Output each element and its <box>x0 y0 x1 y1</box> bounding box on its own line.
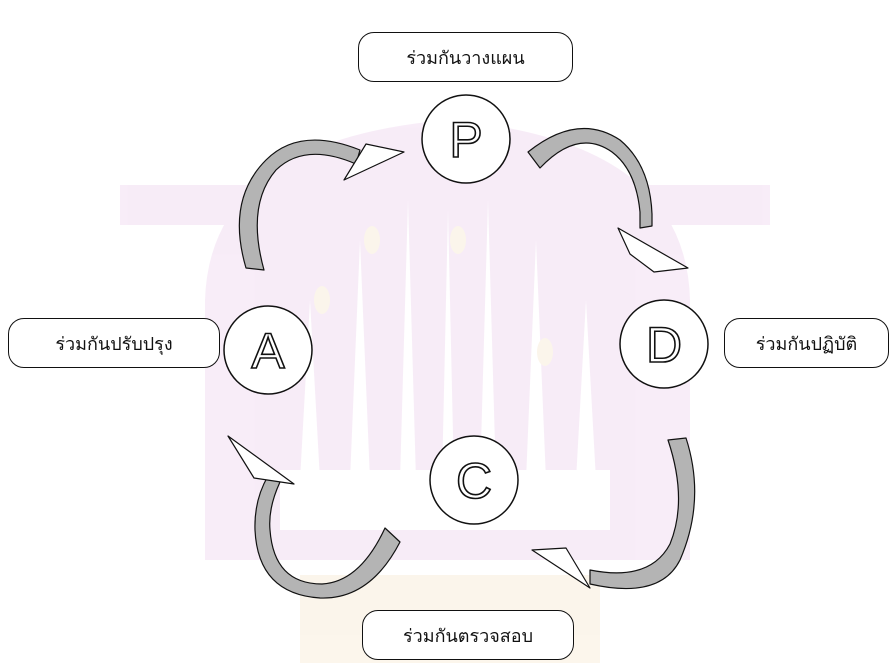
step-circle-do: D <box>619 299 709 389</box>
label-box-check: ร่วมกันตรวจสอบ <box>362 610 574 660</box>
step-letter-do: D <box>646 317 682 373</box>
label-act: ร่วมกันปรับปรุง <box>55 333 173 355</box>
label-plan: ร่วมกันวางแผน <box>406 47 525 69</box>
arrow-do-to-check <box>531 437 696 590</box>
step-letter-plan: P <box>449 112 482 168</box>
step-circle-check: C <box>429 435 519 525</box>
step-circle-plan: P <box>421 94 511 184</box>
cycle-arrows <box>227 127 696 599</box>
arrow-plan-to-do <box>527 127 689 273</box>
label-box-act: ร่วมกันปรับปรุง <box>8 318 220 368</box>
label-box-do: ร่วมกันปฏิบัติ <box>724 318 889 368</box>
label-do: ร่วมกันปฏิบัติ <box>755 333 858 355</box>
arrow-check-to-act <box>227 435 401 599</box>
step-circle-act: A <box>223 305 313 395</box>
label-check: ร่วมกันตรวจสอบ <box>402 625 534 647</box>
arrow-act-to-plan <box>238 139 405 271</box>
step-letter-act: A <box>251 323 285 379</box>
label-box-plan: ร่วมกันวางแผน <box>358 32 573 82</box>
step-letter-check: C <box>456 453 492 509</box>
background-watermark <box>120 120 770 663</box>
